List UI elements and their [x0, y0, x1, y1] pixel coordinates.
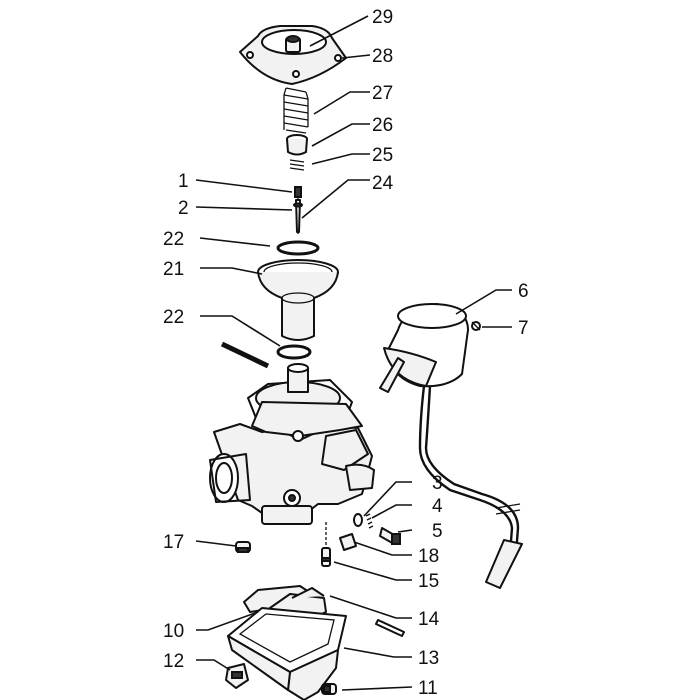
part-pilot-jet: [321, 522, 331, 567]
callout-24: 24: [372, 173, 394, 194]
callout-25: 25: [372, 145, 393, 166]
callout-labels: 29 28 27 26 25 24 1 2 22 21 22 6 7 3 4 5…: [163, 7, 529, 699]
callout-3: 3: [432, 473, 443, 494]
part-spring: [283, 87, 309, 134]
leader-lines: [195, 15, 512, 691]
callout-1: 1: [178, 171, 189, 192]
part-o-ring-lower: [276, 344, 312, 360]
callout-21: 21: [163, 259, 184, 280]
part-top-cover: [239, 25, 347, 85]
callout-5: 5: [432, 521, 443, 542]
part-rod: [220, 341, 270, 369]
part-small-spring: [289, 159, 305, 171]
part-drain-screw: [225, 663, 249, 689]
part-jet-needle: [293, 186, 303, 234]
callout-29: 29: [372, 7, 393, 28]
part-diaphragm: [257, 259, 339, 341]
callout-6: 6: [518, 281, 529, 302]
callout-15: 15: [418, 571, 439, 592]
part-o-ring-upper: [276, 240, 320, 256]
part-float-bowl: [227, 607, 347, 700]
callout-2: 2: [178, 198, 189, 219]
callout-7: 7: [518, 318, 529, 339]
callout-14: 14: [418, 609, 440, 630]
part-screw-11: [321, 683, 337, 695]
part-automatic-choke: [379, 303, 523, 589]
part-carburetor-body: [209, 363, 375, 525]
part-needle-retainer: [286, 134, 308, 156]
callout-12: 12: [163, 651, 184, 672]
callout-10: 10: [163, 621, 184, 642]
callout-18: 18: [418, 546, 439, 567]
callout-22-lower: 22: [163, 307, 184, 328]
callout-22-upper: 22: [163, 229, 184, 250]
part-float-pin: [375, 619, 405, 637]
callout-17: 17: [163, 532, 184, 553]
callout-26: 26: [372, 115, 393, 136]
part-screw-17: [235, 541, 251, 553]
part-idle-screw-assembly: [339, 513, 401, 551]
callout-4: 4: [432, 496, 443, 517]
callout-11: 11: [418, 678, 438, 699]
callout-27: 27: [372, 83, 393, 104]
callout-13: 13: [418, 648, 439, 669]
callout-28: 28: [372, 46, 393, 67]
